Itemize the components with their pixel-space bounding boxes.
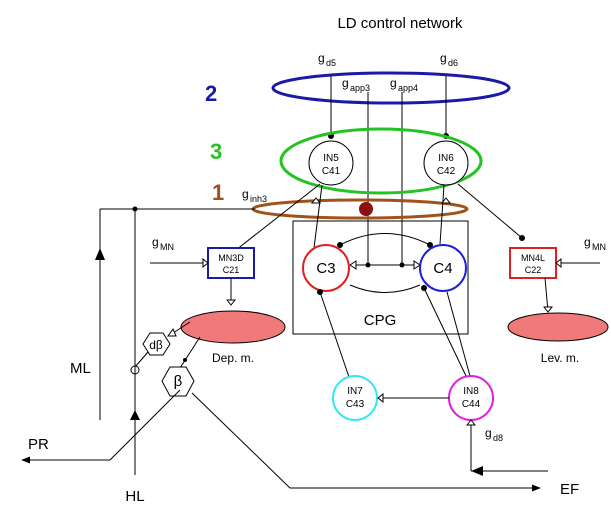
depressor-muscle-label: Dep. m.: [212, 351, 254, 365]
svg-text:C4: C4: [433, 260, 452, 277]
diagram-title: LD control network: [337, 15, 463, 32]
neuron-c3: C3: [302, 244, 350, 292]
svg-text:C42: C42: [437, 166, 456, 177]
beta-sensor: β: [161, 366, 195, 397]
conductance-gapp4-label: g app4: [390, 76, 418, 93]
neuron-in7: IN7 C43: [332, 375, 378, 421]
svg-text:d6: d6: [448, 58, 458, 68]
svg-text:MN: MN: [592, 242, 606, 252]
svg-text:IN6: IN6: [438, 153, 454, 164]
signal-ml: ML: [70, 360, 91, 377]
svg-text:MN3D: MN3D: [218, 253, 244, 263]
depressor-muscle: [180, 310, 286, 344]
conductance-gd8-label: g d8: [485, 426, 503, 443]
svg-text:β: β: [174, 373, 183, 390]
svg-text:C3: C3: [316, 260, 335, 277]
signal-ef: EF: [560, 481, 579, 498]
svg-text:C44: C44: [462, 399, 481, 410]
layer-3-ellipse: [279, 127, 483, 195]
neuron-in6: IN6 C42: [423, 140, 469, 186]
svg-text:d8: d8: [493, 433, 503, 443]
svg-text:app4: app4: [398, 83, 418, 93]
svg-text:MN4L: MN4L: [521, 253, 545, 263]
svg-text:C21: C21: [223, 265, 240, 275]
svg-text:C22: C22: [525, 265, 542, 275]
svg-text:g: g: [318, 51, 325, 65]
svg-text:dβ: dβ: [149, 338, 163, 352]
svg-text:C43: C43: [346, 399, 365, 410]
svg-text:IN8: IN8: [463, 386, 479, 397]
conductance-gapp3-label: g app3: [342, 76, 370, 93]
svg-text:g: g: [440, 51, 447, 65]
conductance-ginh3-label: g inh3: [242, 187, 267, 204]
layer-2-ellipse: [271, 71, 511, 105]
svg-text:g: g: [390, 76, 397, 90]
neuron-in8: IN8 C44: [448, 375, 494, 421]
signal-pr: PR: [28, 436, 49, 453]
conductance-gd5-label: g d5: [318, 51, 336, 68]
layer-number-3: 3: [210, 139, 222, 164]
svg-text:g: g: [584, 235, 591, 249]
cpg-label: CPG: [364, 312, 397, 329]
svg-text:d5: d5: [326, 58, 336, 68]
conductance-gd6-label: g d6: [440, 51, 458, 68]
svg-text:IN7: IN7: [347, 386, 363, 397]
signal-hl: HL: [125, 488, 144, 505]
neuron-c4: C4: [419, 244, 467, 292]
layer-number-1: 1: [212, 180, 224, 205]
svg-text:MN: MN: [160, 242, 174, 252]
cpg-box: [292, 220, 469, 335]
svg-text:g: g: [485, 426, 492, 440]
svg-text:inh3: inh3: [250, 194, 267, 204]
svg-text:g: g: [242, 187, 249, 201]
svg-text:g: g: [152, 235, 159, 249]
motor-neuron-mn4l: MN4L C22: [509, 247, 557, 279]
layer-number-2: 2: [205, 81, 217, 106]
levator-muscle: [507, 312, 609, 342]
svg-text:IN5: IN5: [323, 153, 339, 164]
conductance-gmn-right-label: g MN: [584, 235, 606, 252]
svg-text:C41: C41: [322, 166, 341, 177]
svg-text:g: g: [342, 76, 349, 90]
motor-neuron-mn3d: MN3D C21: [207, 247, 255, 279]
neuron-in5: IN5 C41: [308, 140, 354, 186]
dbeta-sensor: dβ: [142, 332, 171, 356]
inhibitory-synapse-dot: [359, 202, 373, 216]
conductance-gmn-left-label: g MN: [152, 235, 174, 252]
svg-text:app3: app3: [350, 83, 370, 93]
levator-muscle-label: Lev. m.: [541, 351, 579, 365]
